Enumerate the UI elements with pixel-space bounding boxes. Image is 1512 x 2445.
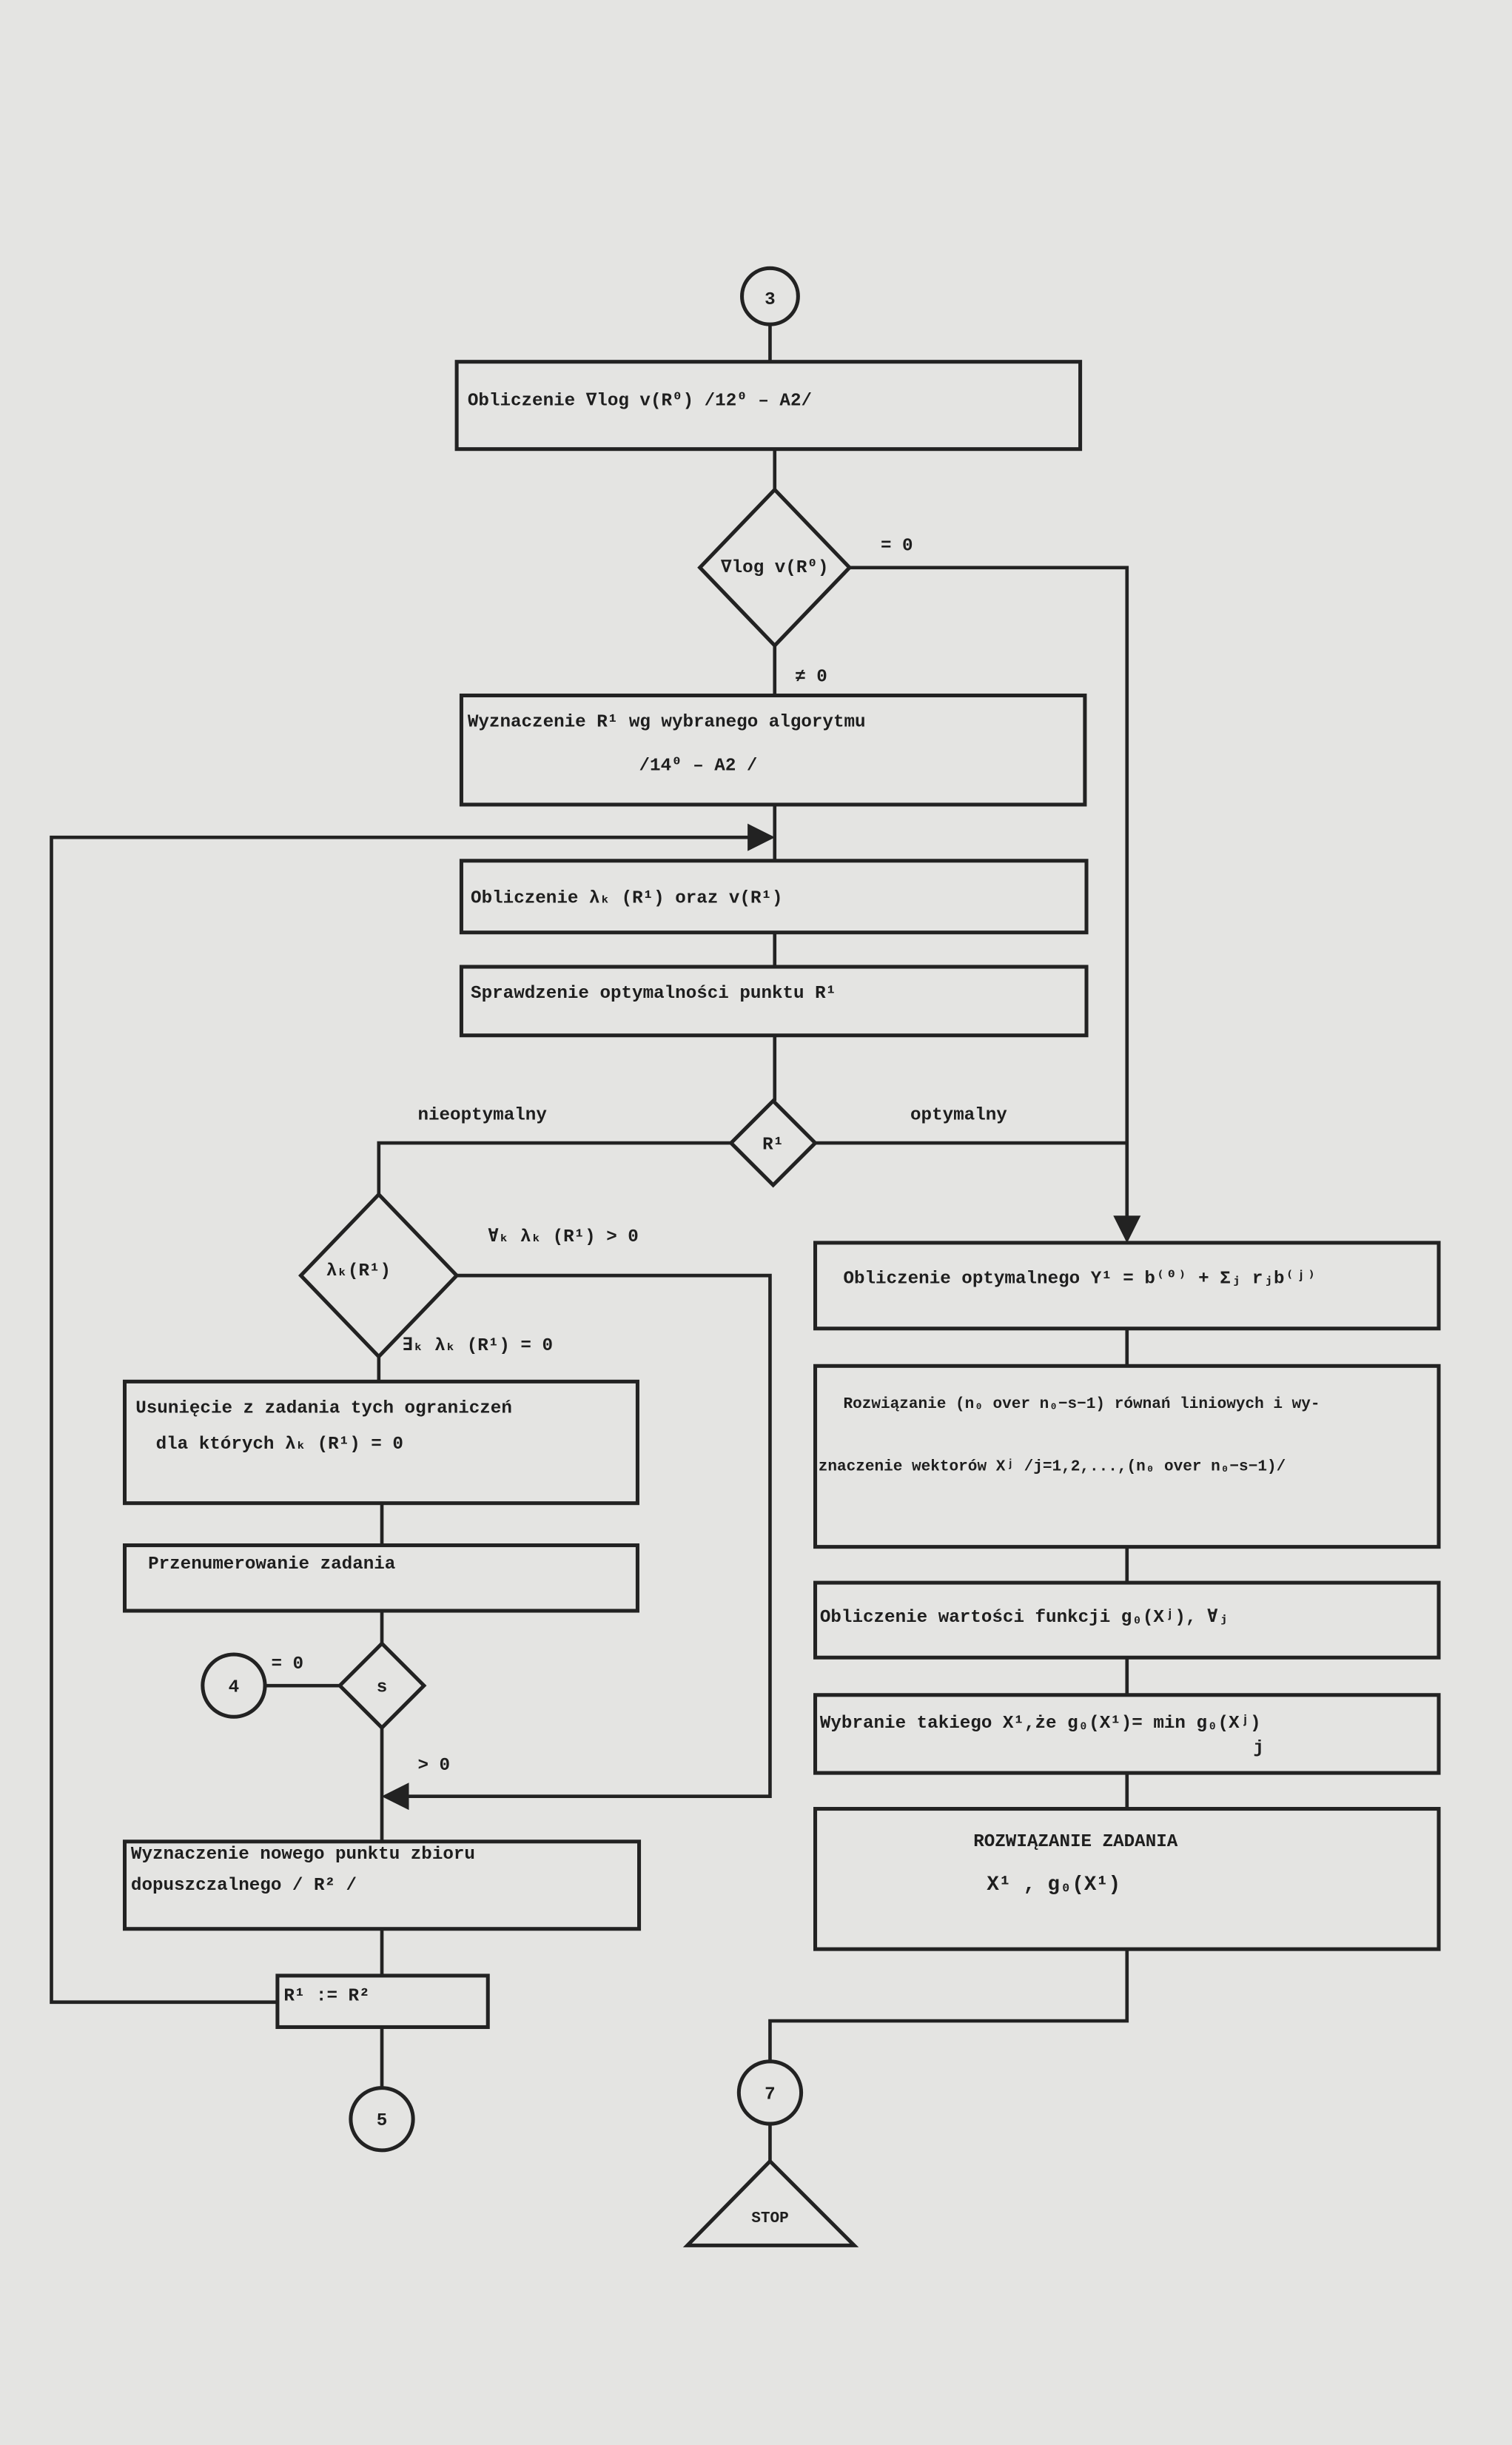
box-assign-text: R¹ := R²	[283, 1987, 369, 2007]
box-function-values: Obliczenie wartości funkcji g₀(Xʲ), ∀ⱼ	[813, 1580, 1441, 1660]
edge	[377, 1141, 731, 1195]
box-optimal-y-text: Obliczenie optymalnego Y¹ = b⁽⁰⁾ + Σⱼ rⱼ…	[843, 1270, 1317, 1289]
decision-lambda-label: λₖ(R¹)	[326, 1261, 391, 1281]
connector-4-label: 4	[229, 1678, 240, 1698]
label-not-zero: ≠ 0	[795, 668, 827, 688]
label-equals-zero: = 0	[881, 537, 913, 557]
box-new-point: Wyznaczenie nowego punktu zbioru dopuszc…	[122, 1839, 642, 1931]
connector-3-label: 3	[765, 290, 776, 310]
box-check-optimality-text: Sprawdzenie optymalności punktu R¹	[471, 984, 836, 1004]
box-compute-lambda: Obliczenie λₖ (R¹) oraz v(R¹)	[459, 859, 1089, 935]
decision-optimal: R¹	[728, 1098, 819, 1188]
label-exists-zero: ∃ₖ λₖ (R¹) = 0	[402, 1336, 553, 1356]
box-function-values-text: Obliczenie wartości funkcji g₀(Xʲ), ∀ⱼ	[820, 1608, 1229, 1628]
box-determine-r1-line2: /14⁰ – A2 /	[639, 757, 758, 777]
box-assign: R¹ := R²	[275, 1973, 490, 2029]
box-determine-r1-line1: Wyznaczenie R¹ wg wybranego algorytmu	[468, 713, 866, 733]
box-check-optimality: Sprawdzenie optymalności punktu R¹	[459, 965, 1089, 1038]
connector-5: 5	[349, 2086, 415, 2153]
box-solve-equations: Rozwiązanie (n₀ over n₀−s−1) równań lini…	[813, 1364, 1441, 1549]
edge	[768, 1949, 1129, 2062]
label-nonoptimal: nieoptymalny	[417, 1105, 547, 1125]
stop-terminal: STOP	[682, 2159, 859, 2247]
edge-loop-back	[50, 823, 776, 2005]
box-renumber: Przenumerowanie zadania	[122, 1543, 639, 1613]
decision-lambda: λₖ(R¹)	[298, 1191, 460, 1360]
box-solve-line2: znaczenie wektorów Xʲ /j=1,2,...,(n₀ ove…	[819, 1458, 1286, 1475]
box-determine-r1: Wyznaczenie R¹ wg wybranego algorytmu /1…	[459, 693, 1087, 807]
box-remove-line1: Usunięcie z zadania tych ograniczeń	[135, 1398, 512, 1418]
box-solution-title: ROZWIĄZANIE ZADANIA	[973, 1832, 1178, 1852]
box-select-subscript: j	[1253, 1739, 1264, 1759]
box-remove-line2: dla których λₖ (R¹) = 0	[156, 1435, 403, 1455]
box-solution: ROZWIĄZANIE ZADANIA X¹ , g₀(X¹)	[813, 1807, 1441, 1951]
connector-7-label: 7	[765, 2085, 776, 2104]
decision-gradient-label: ∇log v(R⁰)	[720, 558, 828, 578]
decision-s-label: s	[377, 1678, 388, 1698]
box-compute-gradient: Obliczenie ∇log v(R⁰) /12⁰ – A2/	[454, 360, 1083, 452]
connector-3: 3	[740, 266, 800, 326]
box-compute-gradient-text: Obliczenie ∇log v(R⁰) /12⁰ – A2/	[468, 392, 812, 412]
edge-to-optimal	[849, 566, 1141, 1244]
label-all-positive: ∀ₖ λₖ (R¹) > 0	[488, 1227, 639, 1247]
box-new-point-line1: Wyznaczenie nowego punktu zbioru	[131, 1845, 475, 1865]
label-optimal: optymalny	[910, 1105, 1007, 1125]
box-solution-value: X¹ , g₀(X¹)	[987, 1874, 1120, 1896]
stop-label: STOP	[751, 2210, 789, 2227]
connector-4: 4	[201, 1652, 267, 1719]
label-s-positive: > 0	[417, 1756, 450, 1776]
label-s-zero: = 0	[271, 1654, 303, 1674]
box-optimal-y: Obliczenie optymalnego Y¹ = b⁽⁰⁾ + Σⱼ rⱼ…	[813, 1241, 1441, 1331]
connector-7: 7	[736, 2059, 804, 2126]
box-solve-line1: Rozwiązanie (n₀ over n₀−s−1) równań lini…	[843, 1395, 1320, 1413]
decision-s: s	[337, 1640, 427, 1731]
box-compute-lambda-text: Obliczenie λₖ (R¹) oraz v(R¹)	[471, 889, 782, 909]
decision-gradient: ∇log v(R⁰)	[697, 486, 853, 648]
box-renumber-text: Przenumerowanie zadania	[148, 1554, 395, 1574]
connector-5-label: 5	[377, 2111, 388, 2131]
box-new-point-line2: dopuszczalnego / R² /	[131, 1876, 357, 1896]
decision-optimal-label: R¹	[762, 1135, 784, 1155]
box-select-minimum: Wybranie takiego X¹,że g₀(X¹)= min g₀(Xʲ…	[813, 1693, 1441, 1775]
edge	[381, 1273, 772, 1811]
box-remove-constraints: Usunięcie z zadania tych ograniczeń dla …	[122, 1379, 639, 1506]
box-select-text: Wybranie takiego X¹,że g₀(X¹)= min g₀(Xʲ…	[820, 1714, 1261, 1734]
